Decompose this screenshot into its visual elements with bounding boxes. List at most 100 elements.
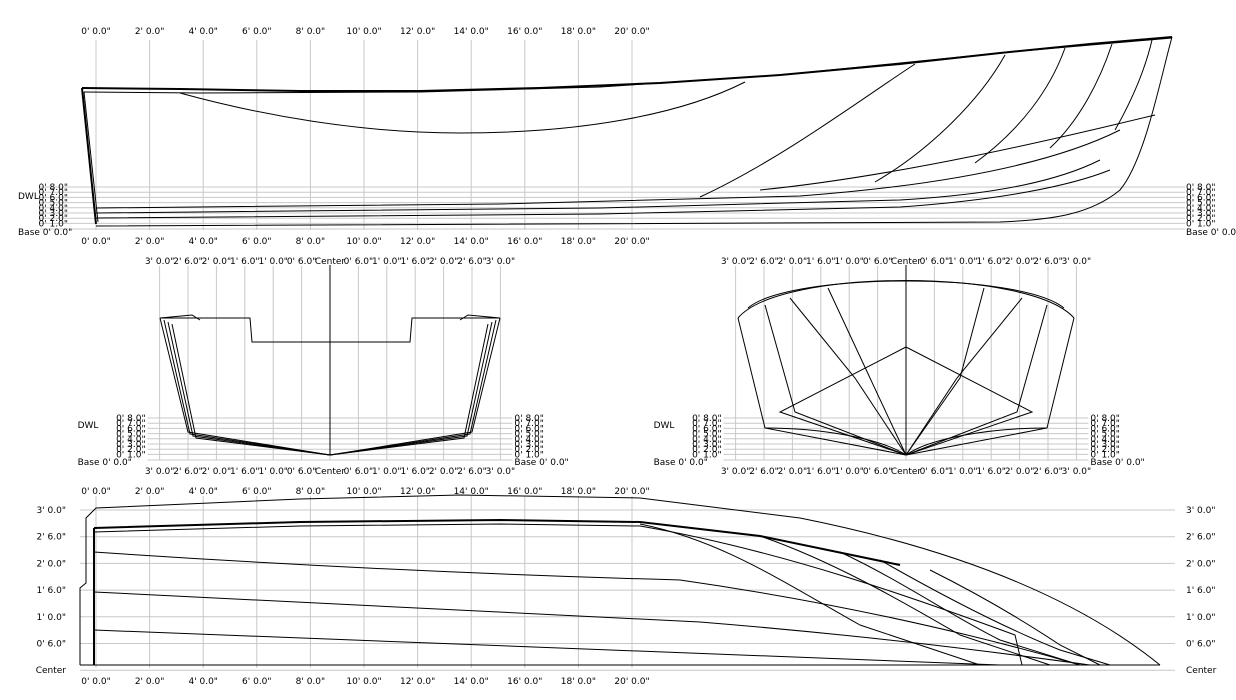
stern-body-top-tick-label: 2' 6.0" — [457, 257, 487, 267]
plan-line-4 — [93, 629, 1001, 666]
stern-body-bottom-tick-label: 1' 6.0" — [400, 467, 430, 477]
profile-wl-label-left: 0' 6.0" — [38, 193, 68, 203]
plan-top-tick-label: 20' 0.0" — [614, 487, 649, 497]
bow-body-bottom-tick-label: 0' 6.0" — [920, 467, 950, 477]
plan-breadth-label-left: 2' 6.0" — [36, 533, 66, 543]
plan-view — [79, 494, 1161, 666]
stern-body-bottom-tick-label: 3' 0.0" — [486, 467, 516, 477]
bow-body-bottom-tick-label: 1' 6.0" — [976, 467, 1006, 477]
profile-bottom-tick-label: 12' 0.0" — [400, 237, 435, 247]
stern-body-base-label: Base 0' 0.0" — [78, 458, 132, 468]
plan-view-grid — [80, 496, 1175, 671]
profile-bottom-tick-label: 16' 0.0" — [507, 237, 542, 247]
profile-top-tick-label: 10' 0.0" — [346, 27, 381, 37]
bow-body-dwl-label: DWL — [654, 421, 675, 431]
bow-body-bottom-tick-label: 2' 6.0" — [749, 467, 779, 477]
profile-wl-label-left: 0' 1.0" — [38, 219, 68, 229]
plan-bottom-tick-label: 8' 0.0" — [296, 677, 326, 687]
stern-body-bottom-tick-label: 2' 0.0" — [429, 467, 459, 477]
profile-buttock-3 — [974, 47, 1066, 164]
body-plan-axis-labels: 3' 0.0"3' 0.0"2' 6.0"2' 6.0"2' 0.0"2' 0.… — [78, 257, 1145, 477]
stern-body-top-tick-label: 1' 0.0" — [372, 257, 402, 267]
bow-section-3-right — [905, 297, 1023, 456]
stern-section-2 — [163, 319, 331, 456]
stern-body-top-tick-label: 2' 0.0" — [429, 257, 459, 267]
bow-body-bottom-tick-label: 3' 0.0" — [1062, 467, 1092, 477]
profile-bow-stem — [95, 36, 1173, 227]
profile-top-tick-label: 16' 0.0" — [507, 27, 542, 37]
profile-diagonal-1 — [759, 114, 1156, 191]
plan-bottom-tick-label: 4' 0.0" — [188, 677, 218, 687]
profile-dwl-label: DWL — [18, 192, 39, 202]
profile-wl-label-right: 0' 3.0" — [1186, 209, 1216, 219]
stern-body-wl-label-left: 0' 2.0" — [116, 445, 146, 455]
stern-body-top-tick-label: 3' 0.0" — [486, 257, 516, 267]
stern-body-wl-label-left: 0' 7.0" — [116, 419, 146, 429]
profile-top-tick-label: 18' 0.0" — [561, 27, 596, 37]
profile-bottom-tick-label: 18' 0.0" — [561, 237, 596, 247]
bow-body-bottom-tick-label: 1' 0.0" — [948, 467, 978, 477]
stern-body-bottom-tick-label: 1' 6.0" — [230, 467, 260, 477]
stern-body-top-tick-label: 0' 6.0" — [344, 257, 374, 267]
stern-deck-flare-left — [159, 314, 201, 321]
bow-body-wl-label-left: 0' 1.0" — [692, 450, 722, 460]
profile-sheer-inner — [83, 37, 1173, 94]
plan-view-axis-labels: 0' 0.0"0' 0.0"2' 0.0"2' 0.0"4' 0.0"4' 0.… — [36, 487, 1217, 687]
plan-bottom-tick-label: 2' 0.0" — [135, 677, 165, 687]
plan-buttock-1 — [639, 523, 981, 666]
stern-body-bottom-tick-label: 1' 0.0" — [258, 467, 288, 477]
bow-section-outer-left — [737, 317, 907, 456]
plan-top-tick-label: 4' 0.0" — [188, 487, 218, 497]
stern-body-bottom-tick-label: 2' 6.0" — [173, 467, 203, 477]
bow-body-wl-label-left: 0' 7.0" — [692, 419, 722, 429]
profile-station-grid — [95, 40, 633, 230]
bow-body-wl-label-left: 0' 6.0" — [692, 424, 722, 434]
bow-body-top-tick-label: 2' 0.0" — [778, 257, 808, 267]
bow-body-top-tick-label: 3' 0.0" — [721, 257, 751, 267]
stern-body-wl-label-left: 0' 4.0" — [116, 435, 146, 445]
bow-section-2-left — [764, 304, 907, 456]
bow-section-outer-right — [905, 317, 1075, 456]
bow-body-wl-label-right: 0' 3.0" — [1090, 440, 1120, 450]
bow-section-3-left — [789, 297, 907, 456]
stern-body-wl-label-left: 0' 8.0" — [116, 414, 146, 424]
stern-body-bottom-tick-label: Center — [315, 467, 346, 477]
profile-wl-label-right: 0' 2.0" — [1186, 214, 1216, 224]
bow-body-base-label: Base 0' 0.0" — [654, 458, 708, 468]
stern-body-wl-label-right: 0' 5.0" — [514, 430, 544, 440]
bow-body-wl-label-left: 0' 3.0" — [692, 440, 722, 450]
plan-bottom-tick-label: 16' 0.0" — [507, 677, 542, 687]
stern-body-wl-label-right: 0' 4.0" — [514, 435, 544, 445]
plan-top-tick-label: 12' 0.0" — [400, 487, 435, 497]
stern-body-top-tick-label: 1' 6.0" — [400, 257, 430, 267]
bow-body-bottom-tick-label: 1' 6.0" — [806, 467, 836, 477]
profile-wl-label-right: 0' 1.0" — [1186, 219, 1216, 229]
profile-top-tick-label: 12' 0.0" — [400, 27, 435, 37]
profile-buttock-1 — [699, 63, 916, 198]
bow-body-wl-label-right: 0' 7.0" — [1090, 419, 1120, 429]
plan-buttock-2 — [759, 535, 1051, 666]
bow-body-bottom-tick-label: 2' 0.0" — [778, 467, 808, 477]
profile-diagonal-4 — [95, 169, 1111, 219]
stern-section-4 — [171, 323, 331, 456]
profile-wl-label-right: 0' 5.0" — [1186, 199, 1216, 209]
bow-body-wl-label-right: 0' 8.0" — [1090, 414, 1120, 424]
bow-body-wl-label-left: 0' 5.0" — [692, 430, 722, 440]
stern-body-wl-label-right: 0' 6.0" — [514, 424, 544, 434]
plan-buttock-3 — [839, 551, 1081, 666]
stern-section-3 — [167, 321, 331, 456]
plan-top-tick-label: 6' 0.0" — [242, 487, 272, 497]
profile-bottom-tick-label: 14' 0.0" — [454, 237, 489, 247]
bow-body-wl-label-right: 0' 2.0" — [1090, 445, 1120, 455]
profile-bottom-tick-label: 4' 0.0" — [188, 237, 218, 247]
stern-body-top-tick-label: 1' 6.0" — [230, 257, 260, 267]
stern-body-top-tick-label: 1' 0.0" — [258, 257, 288, 267]
plan-bottom-tick-label: 14' 0.0" — [454, 677, 489, 687]
plan-top-tick-label: 0' 0.0" — [81, 487, 111, 497]
bow-body-top-tick-label: 0' 6.0" — [863, 257, 893, 267]
plan-breadth-label-left: 1' 0.0" — [36, 613, 66, 623]
bow-body-top-tick-label: 1' 6.0" — [976, 257, 1006, 267]
bow-body-wl-label-left: 0' 2.0" — [692, 445, 722, 455]
bow-body-top-tick-label: 1' 0.0" — [948, 257, 978, 267]
profile-bottom-tick-label: 6' 0.0" — [242, 237, 272, 247]
